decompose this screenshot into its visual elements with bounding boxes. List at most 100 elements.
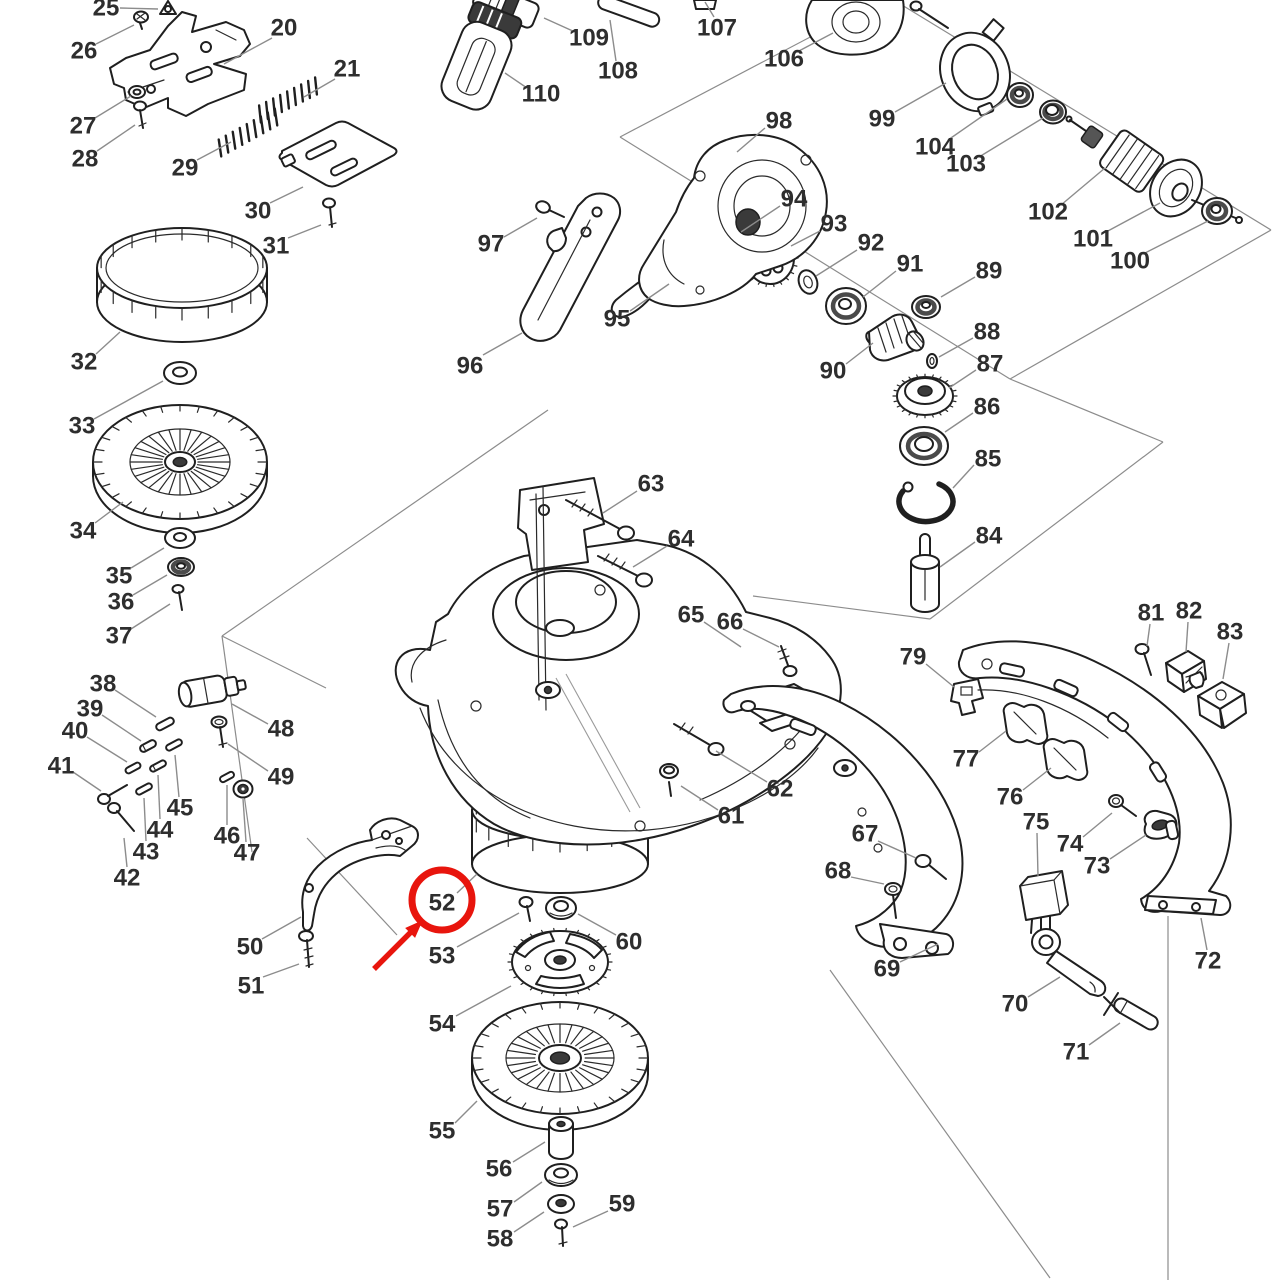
part-label-84: 84: [976, 523, 1003, 550]
part-label-74: 74: [1057, 831, 1084, 858]
leader-line-32: [95, 331, 121, 355]
part-label-51: 51: [238, 973, 265, 1000]
part-label-91: 91: [897, 251, 924, 278]
part-25-nut: [159, 0, 177, 15]
leader-line-77: [978, 730, 1007, 753]
leader-line-55: [454, 1100, 478, 1124]
leader-line-71: [1088, 1022, 1121, 1046]
leader-line-82: [1185, 621, 1189, 653]
part-50-stopper-arm: [301, 817, 419, 932]
part-34-fan-wheel: [92, 404, 268, 534]
leader-line-90: [845, 342, 874, 365]
leader-line-20: [223, 37, 273, 65]
leader-line-75: [1036, 832, 1039, 877]
part-label-71: 71: [1063, 1039, 1090, 1066]
leader-line-93: [790, 230, 821, 247]
part-71-pin: [1103, 992, 1159, 1031]
part-68-bolt: [884, 882, 902, 919]
part-97-bolt: [535, 200, 565, 218]
part-label-45: 45: [167, 795, 194, 822]
part-label-25: 25: [93, 0, 120, 22]
leader-line-109: [543, 17, 576, 33]
part-44-spring-pin: [149, 759, 167, 773]
part-26-screw: [133, 10, 149, 30]
leader-line-66: [742, 628, 780, 648]
part-label-86: 86: [974, 394, 1001, 421]
part-label-35: 35: [106, 563, 133, 590]
part-label-89: 89: [976, 258, 1003, 285]
leader-line-26: [95, 24, 135, 45]
part-label-29: 29: [172, 155, 199, 182]
part-106-field-stator: [805, 0, 905, 56]
leader-line-91: [862, 270, 897, 298]
part-label-79: 79: [900, 644, 927, 671]
leader-line-106: [796, 32, 834, 53]
part-100-bearing: [1201, 197, 1233, 225]
highlight-annotation: [372, 866, 476, 971]
part-27-nut: [128, 85, 146, 99]
part-label-90: 90: [820, 358, 847, 385]
part-108-rod: [597, 0, 661, 28]
part-label-67: 67: [852, 821, 879, 848]
part-label-40: 40: [62, 718, 89, 745]
part-31-screw: [322, 197, 337, 228]
part-62-bolt: [673, 722, 725, 756]
part-36-washer: [167, 557, 195, 577]
leader-line-103: [978, 117, 1044, 158]
part-label-63: 63: [638, 471, 665, 498]
part-57-washer: [544, 1163, 578, 1187]
part-label-26: 26: [71, 38, 98, 65]
leader-line-108: [609, 19, 617, 62]
part-63-bolt: [565, 499, 635, 541]
part-label-68: 68: [825, 858, 852, 885]
leader-line-41: [72, 771, 102, 792]
highlight-arrow-head: [405, 920, 423, 938]
leader-line-21: [303, 78, 336, 98]
leader-line-110: [504, 72, 528, 89]
leader-line-104: [947, 98, 1008, 141]
part-label-44: 44: [147, 817, 174, 844]
leader-line-36: [132, 574, 168, 596]
leader-line-59: [572, 1210, 609, 1228]
leader-line-40: [86, 736, 128, 763]
part-label-65: 65: [678, 602, 705, 629]
part-79-clip: [950, 678, 984, 716]
part-30-plate: [278, 120, 398, 188]
leader-line-95: [629, 283, 670, 312]
part-label-101: 101: [1073, 226, 1113, 253]
part-label-27: 27: [70, 113, 97, 140]
leader-line-51: [262, 963, 300, 978]
part-103-washer: [1039, 99, 1067, 125]
part-label-102: 102: [1028, 199, 1068, 226]
part-label-93: 93: [821, 211, 848, 238]
leader-line-54: [455, 985, 512, 1017]
part-label-34: 34: [70, 518, 97, 545]
part-label-97: 97: [478, 231, 505, 258]
leader-line-96: [482, 332, 523, 356]
part-88-o-ring: [926, 353, 938, 369]
part-86-bearing: [899, 426, 949, 466]
part-label-83: 83: [1217, 619, 1244, 646]
leader-line-81: [1146, 623, 1151, 647]
part-98-gear-housing: [610, 133, 828, 319]
part-89-bearing: [911, 295, 941, 319]
leader-line-48: [231, 703, 269, 725]
parts-artwork: [92, 0, 1247, 1247]
leader-line-37: [130, 603, 171, 630]
leader-line-87: [948, 369, 977, 389]
part-label-39: 39: [77, 696, 104, 723]
leader-line-61: [680, 785, 719, 811]
part-46-pin: [219, 770, 235, 784]
part-label-38: 38: [90, 671, 117, 698]
part-label-21: 21: [334, 56, 361, 83]
leader-line-68: [850, 876, 885, 885]
part-90-pinion-shaft: [865, 313, 925, 362]
part-label-106: 106: [764, 46, 804, 73]
part-label-48: 48: [268, 716, 295, 743]
part-38-pin: [155, 716, 175, 732]
highlight-circle-part-52: [408, 866, 476, 934]
part-28-screw: [133, 100, 147, 129]
part-55-fan: [471, 1001, 649, 1131]
